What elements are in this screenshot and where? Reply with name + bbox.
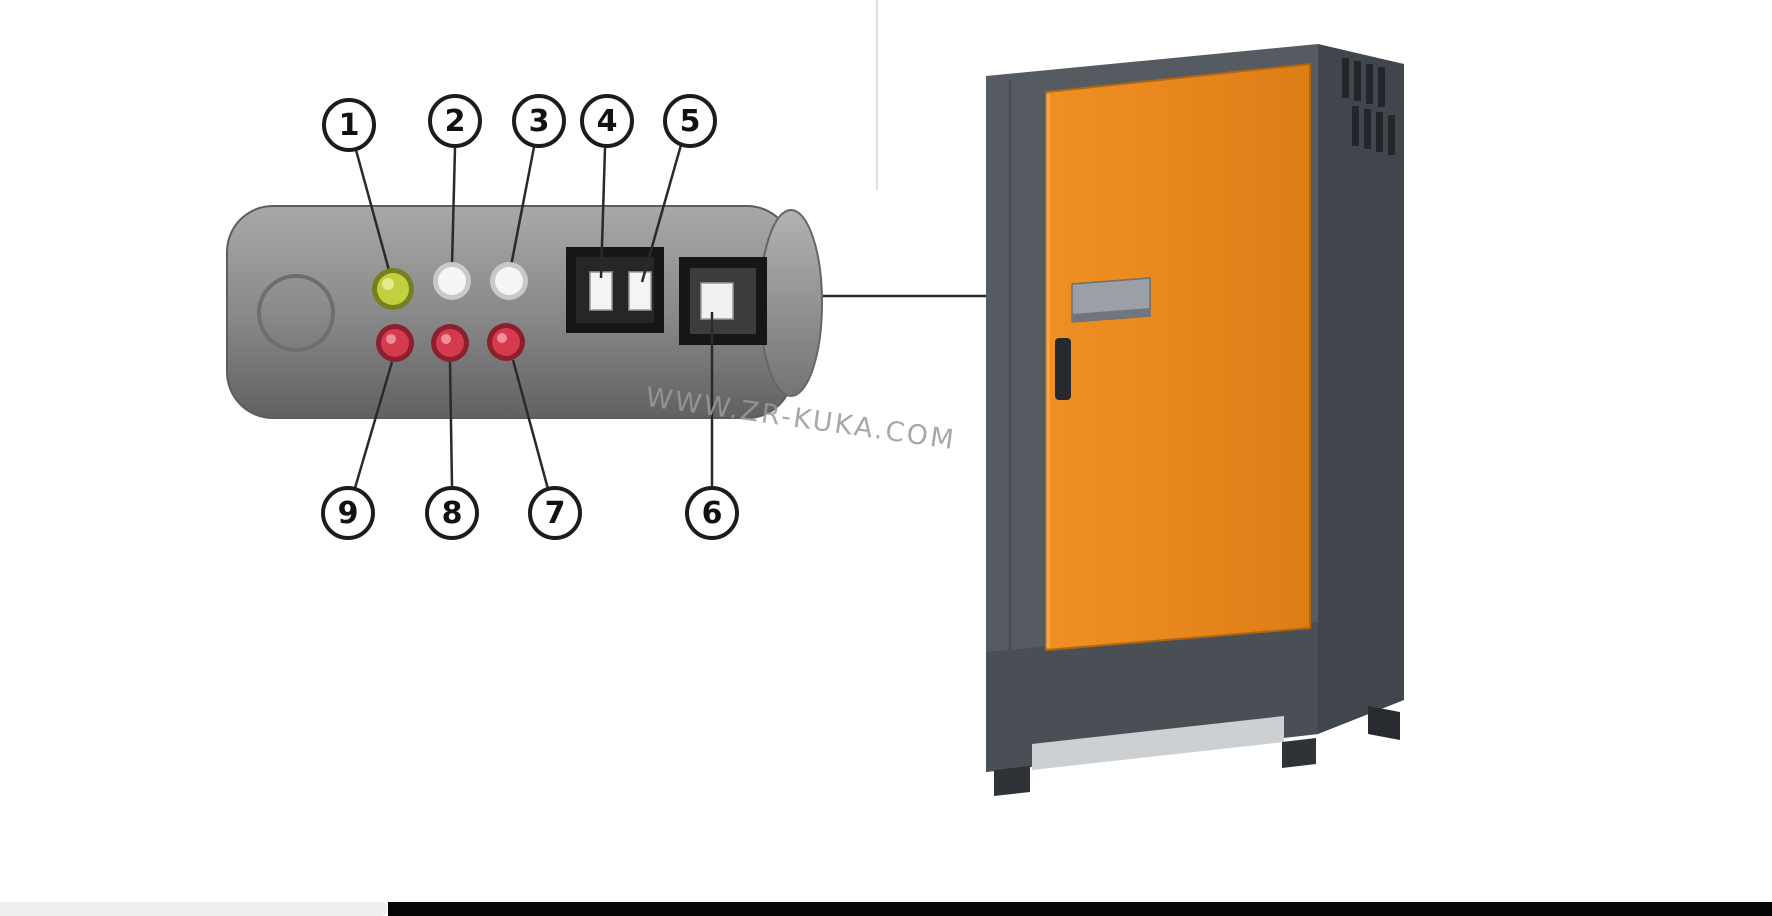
leader-line-8 (448, 361, 454, 487)
cabinet-side-face (1318, 44, 1404, 734)
vent-slat (1354, 61, 1361, 101)
leader-line-5 (640, 144, 683, 283)
vent-slat (1376, 112, 1383, 152)
cabinet-floor-gap (1032, 716, 1284, 770)
vent-slat (1342, 58, 1349, 98)
red-button-2 (431, 324, 469, 362)
leader-line-9 (353, 361, 394, 489)
red-button-3 (487, 323, 525, 361)
page-divider-line (876, 0, 878, 190)
callout-8-label: 8 (441, 495, 463, 531)
leg-front-left (994, 766, 1030, 796)
callout-7: 7 (528, 486, 582, 540)
white-button-2 (490, 262, 528, 300)
leader-line-7 (511, 359, 550, 490)
vent-slat (1378, 67, 1385, 107)
panel-end-cap (759, 209, 823, 397)
cabinet-vents (1342, 58, 1395, 155)
callout-6: 6 (685, 486, 739, 540)
callout-2: 2 (428, 94, 482, 148)
leader-line-1 (354, 149, 392, 275)
vent-slat (1366, 64, 1373, 104)
panel-buttons (372, 262, 528, 362)
callout-3-label: 3 (528, 103, 550, 139)
leader-line-4 (599, 147, 607, 279)
callout-2-label: 2 (444, 103, 466, 139)
connector-a-port-2 (628, 271, 652, 311)
vent-slat (1388, 115, 1395, 155)
callout-5-label: 5 (679, 103, 701, 139)
callout-9-label: 9 (337, 495, 359, 531)
callout-1: 1 (322, 98, 376, 152)
callout-8: 8 (425, 486, 479, 540)
callout-4: 4 (580, 94, 634, 148)
callout-4-label: 4 (596, 103, 618, 139)
connector-a (566, 247, 664, 333)
connection-panel (226, 205, 823, 419)
callout-1-label: 1 (338, 107, 360, 143)
connector-b-port (700, 282, 734, 320)
control-cabinet (986, 44, 1404, 796)
connector-b (679, 257, 767, 345)
green-button (372, 268, 414, 310)
callout-6-label: 6 (701, 495, 723, 531)
cabinet-connection-box (1071, 277, 1151, 323)
callout-7-label: 7 (544, 495, 566, 531)
leader-line-2 (450, 147, 457, 266)
leader-line-3 (509, 146, 536, 267)
bottom-scrollbar-track (0, 902, 388, 916)
callout-9: 9 (321, 486, 375, 540)
white-button-1 (433, 262, 471, 300)
bottom-scrollbar-thumb[interactable] (388, 902, 1772, 916)
callout-3: 3 (512, 94, 566, 148)
leg-front-right (1282, 738, 1316, 768)
vent-slat (1352, 106, 1359, 146)
cabinet-legs (994, 706, 1400, 796)
leg-back-right (1368, 706, 1400, 740)
door-handle (1055, 338, 1071, 400)
callout-5: 5 (663, 94, 717, 148)
vent-slat (1364, 109, 1371, 149)
cabinet-door (1045, 62, 1311, 652)
red-button-1 (376, 324, 414, 362)
panel-circle-detail (257, 274, 335, 352)
